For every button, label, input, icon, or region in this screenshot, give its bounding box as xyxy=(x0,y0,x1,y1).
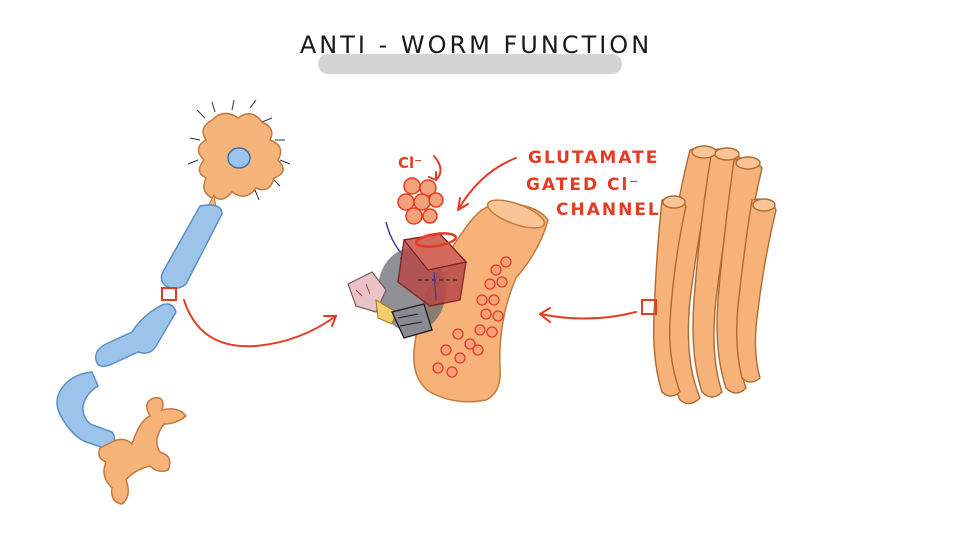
myelin-segment-1 xyxy=(161,205,222,289)
title-group: ANTI - WORM FUNCTION xyxy=(300,31,652,74)
ion-label: Cl⁻ xyxy=(398,154,422,172)
channel-label-line-2: GATED Cl⁻ xyxy=(526,175,640,195)
muscle-fiber-detail: Cl⁻ xyxy=(348,154,548,402)
node-of-ranvier-box xyxy=(162,288,176,300)
chloride-ions xyxy=(398,178,443,224)
channel-label-line-1: GLUTAMATE xyxy=(528,148,659,168)
channel-label-line-3: CHANNEL xyxy=(556,200,661,220)
arrow-neuron-to-synapse xyxy=(184,300,336,346)
arrow-muscle-to-fiber xyxy=(540,312,636,319)
axon-terminal xyxy=(99,398,186,504)
myelin-segment-3 xyxy=(57,372,115,450)
page-title: ANTI - WORM FUNCTION xyxy=(300,31,652,59)
channel-label: GLUTAMATE GATED Cl⁻ CHANNEL xyxy=(526,148,661,220)
neuron xyxy=(57,100,290,504)
arrow-ion-curve xyxy=(434,156,441,180)
muscle-bundle xyxy=(642,146,776,404)
neuron-nucleus xyxy=(228,148,250,168)
myelin-segment-2 xyxy=(96,304,176,366)
